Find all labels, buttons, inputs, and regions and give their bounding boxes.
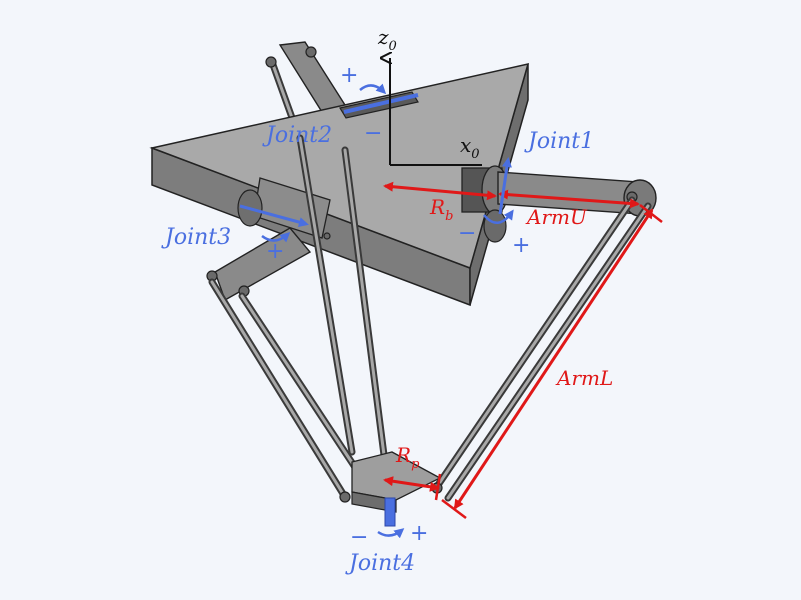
joint3-label: Joint3 [161, 225, 231, 250]
moving-platform [339, 451, 443, 527]
arm-2-upper [265, 41, 347, 144]
joint2-plus-sign: + [340, 63, 358, 88]
joint1-label: Joint1 [524, 129, 594, 154]
x0-label: x0 [460, 133, 480, 162]
joint3-axis-arrow [239, 204, 309, 227]
joint2-axis-line [343, 93, 419, 114]
joint4-minus-sign: − [350, 525, 368, 550]
joint3-plus-sign: + [266, 239, 284, 264]
joint-annotations: + − Joint2 + − Joint1 + Joint3 − + Joint… [161, 63, 594, 576]
rp-label: Rp [395, 443, 420, 472]
arml-label: ArmL [555, 366, 613, 390]
joint2-label: Joint2 [262, 123, 332, 148]
z0-label: z0 [377, 25, 397, 54]
rp-dimension-arrow [383, 476, 440, 492]
joint4-shaft [384, 497, 396, 527]
joint2-mount [339, 91, 419, 119]
joint4-rotation-arrow [377, 528, 405, 539]
joint1-rotation-arrow [483, 209, 514, 224]
base-frame-axes: z0 x0 [377, 25, 482, 166]
arm-3-upper [206, 227, 312, 302]
joint1-minus-sign: − [458, 221, 476, 246]
joint4-plus-sign: + [410, 521, 428, 546]
joint1-axis-arrow [498, 157, 512, 215]
rb-dimension-arrow [383, 181, 497, 201]
rb-label: Rb [429, 195, 453, 224]
joint1-plus-sign: + [512, 233, 530, 258]
joint4-label: Joint4 [345, 551, 415, 576]
joint3-rotation-arrow [261, 231, 291, 243]
armu-label: ArmU [525, 205, 588, 229]
arml-dimension-arrow [453, 208, 654, 510]
dimension-annotations: Rb ArmU ArmL Rp [383, 181, 663, 519]
joint2-rotation-arrow [359, 83, 387, 95]
joint2-minus-sign: − [364, 121, 382, 146]
armu-dimension-arrow [498, 189, 640, 209]
